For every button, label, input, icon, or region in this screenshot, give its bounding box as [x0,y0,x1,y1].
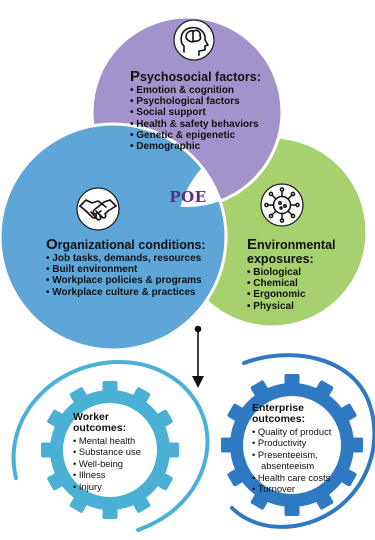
environmental-title-line2: exposures: [247,252,314,266]
organizational-item: Job tasks, demands, resources [46,253,206,264]
organizational-title-rest: rganizational conditions: [57,238,206,252]
worker-item: Substance use [73,446,141,457]
enterprise-list: Quality of product Productivity Presente… [252,426,331,494]
organizational-icon-badge [76,187,120,231]
environmental-item: Physical [247,301,336,312]
worker-item: Mental health [73,435,141,446]
organizational-title-initial: O [46,236,58,253]
environmental-item: Biological [247,267,336,278]
environmental-list: Biological Chemical Ergonomic Physical [247,267,336,312]
psychosocial-item: Social support [130,107,261,118]
psychosocial-list: Emotion & cognition Psychological factor… [130,85,261,152]
psychosocial-item: Psychological factors [130,96,261,107]
enterprise-item: Health care costs [252,472,331,483]
enterprise-item: Quality of product [252,426,331,437]
organizational-title: Organizational conditions: [46,236,206,253]
organizational-item: Workplace policies & programs [46,275,206,286]
environmental-title-initial: E [247,236,258,253]
arrow-head [192,376,204,388]
psychosocial-title-initial: P [130,68,141,85]
enterprise-item: absenteeism [261,460,315,472]
worker-title-line1: Worker [73,411,109,423]
worker-item: Well-being [73,458,141,469]
worker-swoosh [11,359,210,532]
enterprise-title: Enterprise outcomes: [252,403,331,425]
enterprise-item: Turnover [252,483,331,494]
psychosocial-item: Demographic [130,141,261,152]
worker-title: Worker outcomes: [73,412,141,434]
worker-block: Worker outcomes: Mental health Substance… [73,412,141,492]
virus-icon [264,187,300,223]
enterprise-block: Enterprise outcomes: Quality of product … [252,403,331,495]
psychosocial-title-rest: sychosocial factors: [140,70,261,84]
psychosocial-block: Psychosocial factors: Emotion & cognitio… [130,68,261,152]
environmental-title: Environmental exposures: [247,236,336,266]
poe-center-label: POE [169,188,207,206]
enterprise-title-line1: Enterprise [252,402,304,414]
environmental-item: Ergonomic [247,289,336,300]
enterprise-item: Productivity [252,437,331,448]
worker-title-line2: outcomes: [73,422,127,434]
environmental-item: Chemical [247,278,336,289]
environmental-title-rest: nvironmental [257,238,336,252]
psychosocial-item: Genetic & epigenetic [130,130,261,141]
worker-item: Illness [73,469,141,480]
organizational-list: Job tasks, demands, resources Built envi… [46,253,206,298]
psychosocial-title: Psychosocial factors: [130,68,261,85]
psychosocial-item: Health & safety behaviors [130,119,261,130]
organizational-circle [0,122,228,352]
enterprise-title-line2: outcomes: [252,413,306,425]
enterprise-item: Presenteeism, [252,449,331,460]
worker-list: Mental health Substance use Well-being I… [73,435,141,492]
handshake-icon [79,199,117,221]
psychosocial-item: Emotion & cognition [130,85,261,96]
enterprise-swoosh [230,353,375,529]
head-brain-icon [180,26,209,56]
organizational-item: Workplace culture & practices [46,287,206,298]
environmental-block: Environmental exposures: Biological Chem… [247,236,336,312]
organizational-block: Organizational conditions: Job tasks, de… [46,236,206,298]
psychosocial-icon-badge [173,19,215,61]
organizational-item: Built environment [46,264,206,275]
worker-item: Injury [73,481,141,492]
